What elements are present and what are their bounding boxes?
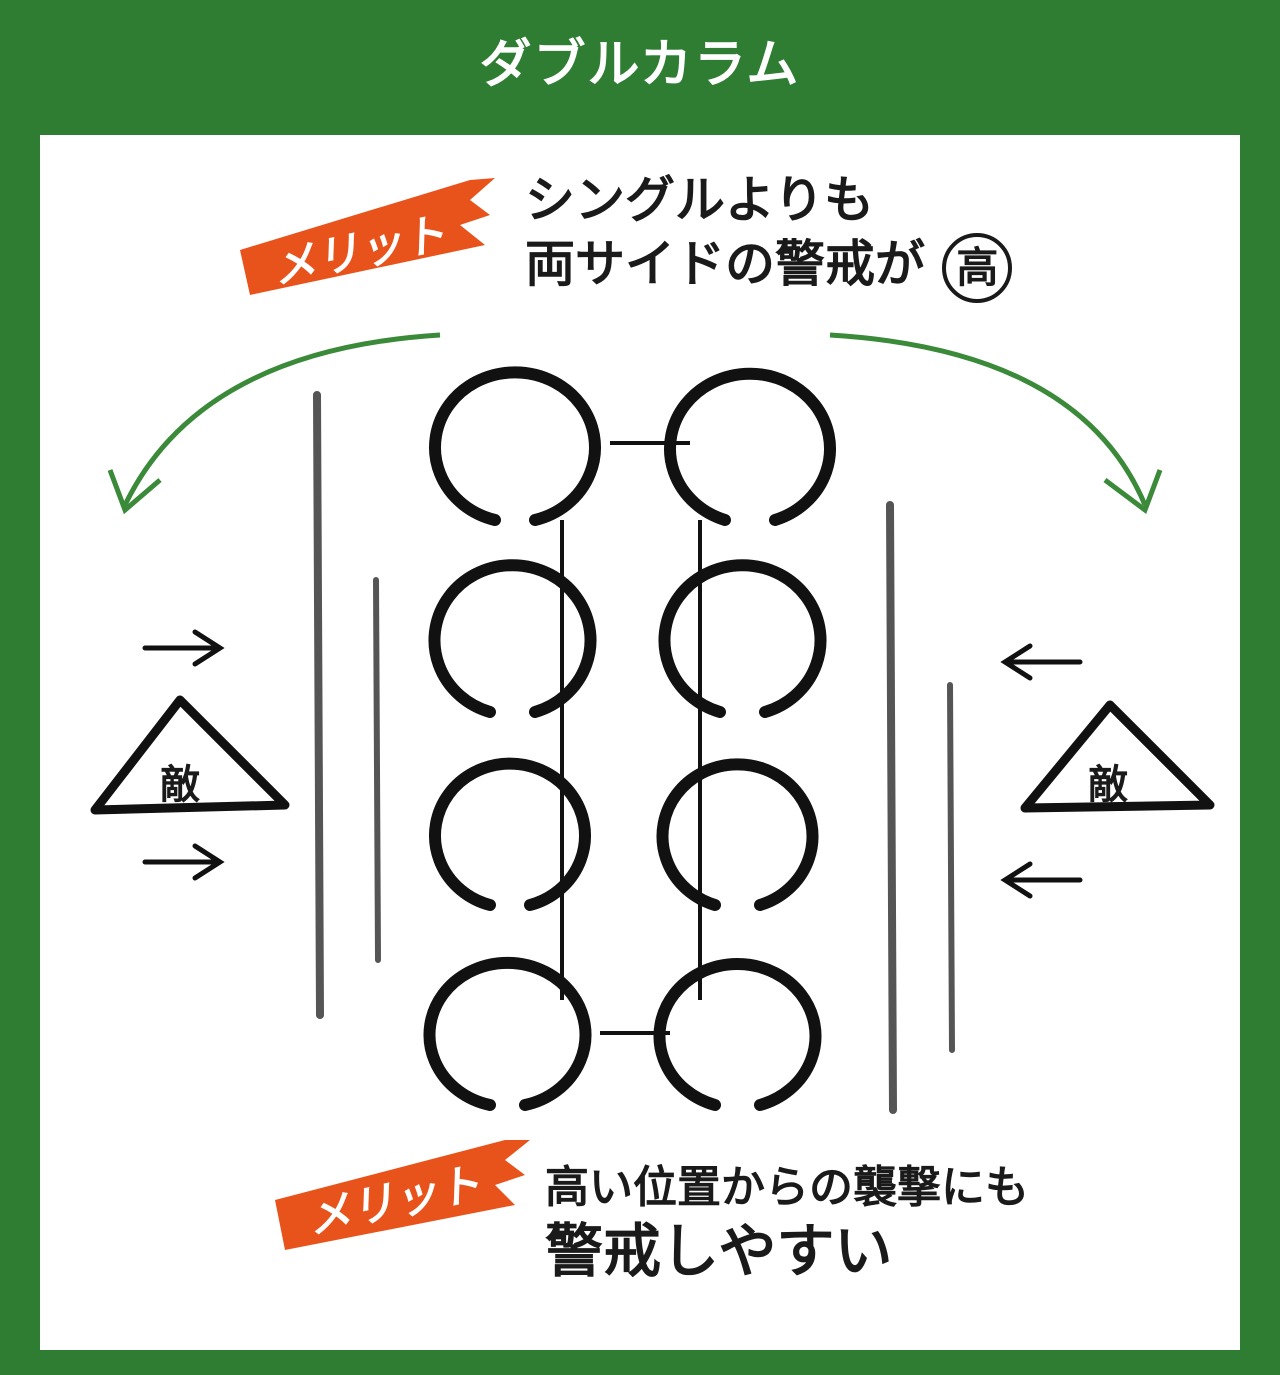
enemy-triangle-left (90, 695, 290, 815)
formation-members (423, 366, 836, 1111)
page-title: ダブルカラム (479, 35, 801, 95)
merit-text-top: シングルよりも 両サイドの警戒が 高 (525, 168, 1013, 303)
enemy-label-left: 敵 (160, 762, 200, 808)
merit-banner-top (240, 178, 495, 295)
member-circle (658, 559, 827, 718)
member-circle (664, 367, 836, 526)
enemy-label-right: 敵 (1088, 762, 1128, 808)
formation-links (560, 441, 702, 1035)
arrow-right-icon (142, 843, 225, 881)
arrow-right-icon (142, 629, 225, 667)
member-circle (653, 958, 822, 1111)
circled-high-badge: 高 (942, 232, 1013, 303)
enemy-triangle-right (1020, 700, 1215, 813)
diagram-panel (40, 135, 1240, 1350)
merit-text-bottom-line1: 高い位置からの襲撃にも (545, 1162, 1029, 1213)
member-circle (429, 757, 591, 911)
attack-arrows (142, 629, 1083, 899)
member-circle (423, 956, 592, 1111)
wall-lines (313, 391, 955, 1114)
merit-text-bottom: 高い位置からの襲撃にも 警戒しやすい (545, 1160, 1029, 1286)
curved-arrow-right (829, 332, 1148, 506)
merit-text-bottom-line2: 警戒しやすい (545, 1217, 893, 1285)
merit-text-top-line1: シングルよりも (525, 171, 874, 229)
arrow-left-icon (1000, 643, 1083, 681)
arrow-left-icon (1000, 861, 1083, 899)
merit-banner-bottom (275, 1140, 530, 1250)
merit-text-top-line2: 両サイドの警戒が (525, 235, 925, 293)
member-circle (429, 366, 601, 526)
member-circle (656, 758, 819, 911)
curved-arrow-left (122, 332, 441, 507)
member-circle (428, 559, 597, 718)
